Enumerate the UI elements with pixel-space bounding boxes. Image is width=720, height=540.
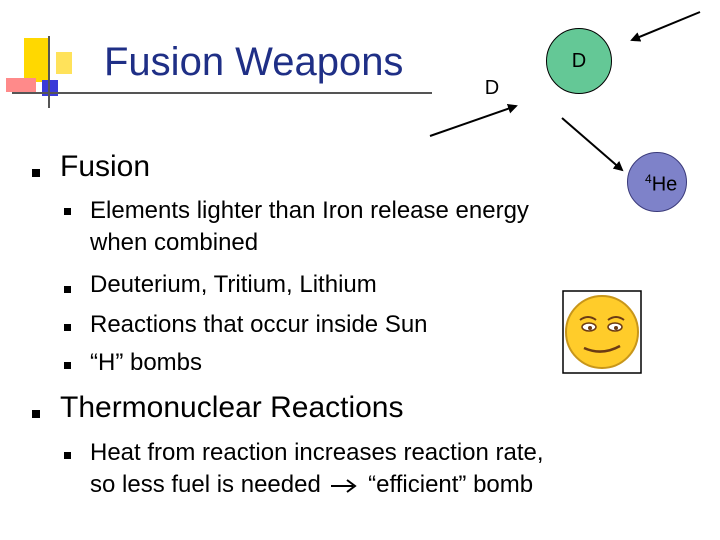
red-square bbox=[6, 78, 36, 92]
sub-bullet-text: Elements lighter than Iron release energ… bbox=[90, 197, 529, 224]
helium-nucleus bbox=[627, 152, 687, 212]
sub-bullet-text: Heat from reaction increases reaction ra… bbox=[90, 439, 544, 466]
sub-bullet-text: “H” bombs bbox=[90, 349, 203, 376]
slide-title: Fusion Weapons bbox=[104, 40, 404, 84]
yellow-square bbox=[24, 38, 48, 82]
right-arrow-icon bbox=[331, 478, 358, 493]
square-bullet-icon bbox=[32, 169, 40, 177]
square-bullet-icon bbox=[64, 324, 71, 331]
nucleus-label: D bbox=[484, 76, 500, 99]
bullet-thermonuclear: Thermonuclear Reactions bbox=[60, 391, 404, 424]
deuterium-nucleus-right: D bbox=[546, 28, 612, 94]
nucleus-label: D bbox=[571, 49, 587, 72]
square-bullet-icon bbox=[64, 452, 71, 459]
logo-decoration bbox=[0, 0, 432, 110]
square-bullet-icon bbox=[64, 208, 71, 215]
bullet-fusion: Fusion bbox=[60, 150, 151, 183]
square-bullet-icon bbox=[64, 286, 71, 293]
mass-number: 4 bbox=[645, 172, 652, 186]
sub-bullet-text-cont: when combined bbox=[90, 229, 259, 256]
square-bullet-icon bbox=[64, 362, 71, 369]
smiley-face-icon bbox=[562, 290, 642, 374]
arrow-top-right bbox=[630, 11, 701, 42]
sub-bullet-text-tail: “efficient” bomb bbox=[368, 471, 534, 498]
deuterium-nucleus-left: D bbox=[460, 56, 524, 120]
sub-bullet-text-part: so less fuel is needed bbox=[90, 471, 321, 498]
square-bullet-icon bbox=[32, 410, 40, 418]
sub-bullet-text: Deuterium, Tritium, Lithium bbox=[90, 271, 377, 298]
element-symbol: He bbox=[651, 173, 678, 196]
helium-label: 4He bbox=[645, 172, 677, 197]
vertical-rule bbox=[48, 36, 50, 108]
sub-bullet-text-cont: so less fuel is needed “efficient” bomb bbox=[90, 470, 533, 500]
sub-bullet-text: Reactions that occur inside Sun bbox=[90, 311, 428, 338]
yellow-square-small bbox=[56, 52, 72, 74]
arrow-out-right bbox=[561, 117, 624, 172]
horizontal-rule bbox=[12, 92, 432, 94]
